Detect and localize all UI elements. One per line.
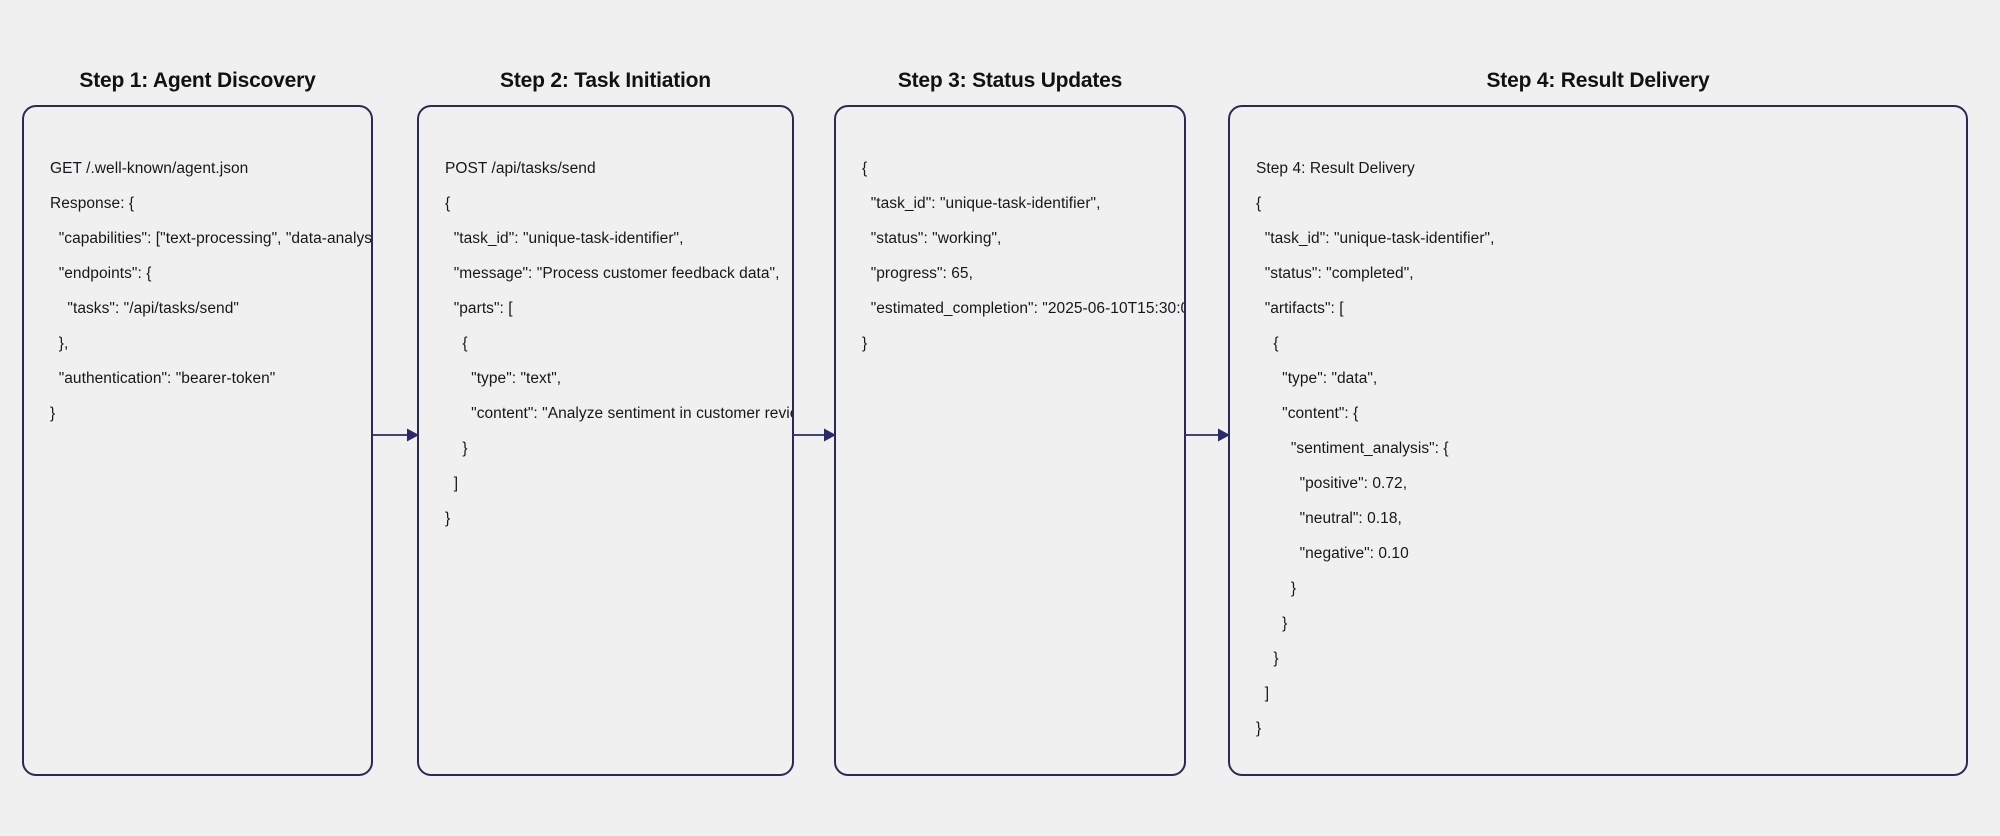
code-line: ] bbox=[1256, 685, 1270, 702]
step-1-title: Step 1: Agent Discovery bbox=[79, 69, 316, 92]
code-line: ] bbox=[445, 475, 459, 492]
code-line: { bbox=[862, 160, 868, 177]
code-line: } bbox=[1256, 580, 1297, 597]
arrow-step2-to-step3 bbox=[792, 424, 836, 446]
code-line: Response: { bbox=[50, 195, 135, 212]
step-2-code-block: POST /api/tasks/send { "task_id": "uniqu… bbox=[445, 151, 794, 536]
step-2-panel: POST /api/tasks/send { "task_id": "uniqu… bbox=[417, 105, 794, 776]
code-line: "neutral": 0.18, bbox=[1256, 510, 1402, 527]
code-line: "authentication": "bearer-token" bbox=[50, 370, 276, 387]
code-line: "parts": [ bbox=[445, 300, 513, 317]
arrow-right-icon bbox=[373, 428, 419, 442]
code-line: "tasks": "/api/tasks/send" bbox=[50, 300, 239, 317]
arrow-step3-to-step4 bbox=[1184, 424, 1230, 446]
code-line: "capabilities": ["text-processing", "dat… bbox=[50, 230, 373, 247]
code-line: "status": "working", bbox=[862, 230, 1002, 247]
step-4-panel: Step 4: Result Delivery { "task_id": "un… bbox=[1228, 105, 1968, 776]
step-4-code-block: Step 4: Result Delivery { "task_id": "un… bbox=[1256, 151, 1960, 746]
step-3-panel: { "task_id": "unique-task-identifier", "… bbox=[834, 105, 1186, 776]
code-line: POST /api/tasks/send bbox=[445, 160, 596, 177]
code-line: } bbox=[1256, 650, 1279, 667]
code-line: "task_id": "unique-task-identifier", bbox=[1256, 230, 1495, 247]
code-line: { bbox=[445, 195, 451, 212]
code-line: }, bbox=[50, 335, 69, 352]
step-1-panel: GET /.well-known/agent.json Response: { … bbox=[22, 105, 373, 776]
code-line: "sentiment_analysis": { bbox=[1256, 440, 1449, 457]
code-line: { bbox=[1256, 335, 1279, 352]
step-4-result-delivery: Step 4: Result Delivery Step 4: Result D… bbox=[1228, 70, 1968, 776]
step-1-agent-discovery: Step 1: Agent Discovery GET /.well-known… bbox=[22, 70, 373, 776]
step-3-status-updates: Step 3: Status Updates { "task_id": "uni… bbox=[834, 70, 1186, 776]
step-4-title: Step 4: Result Delivery bbox=[1486, 69, 1710, 92]
code-line: "status": "completed", bbox=[1256, 265, 1414, 282]
code-line: "type": "data", bbox=[1256, 370, 1378, 387]
step-3-code-block: { "task_id": "unique-task-identifier", "… bbox=[862, 151, 1186, 361]
step-1-code-block: GET /.well-known/agent.json Response: { … bbox=[50, 151, 373, 431]
arrow-right-icon bbox=[1184, 428, 1230, 442]
arrow-step1-to-step2 bbox=[373, 424, 419, 446]
code-line: "message": "Process customer feedback da… bbox=[445, 265, 780, 282]
code-line: "estimated_completion": "2025-06-10T15:3… bbox=[862, 300, 1186, 317]
code-line: "progress": 65, bbox=[862, 265, 973, 282]
code-line: } bbox=[1256, 615, 1288, 632]
code-line: "artifacts": [ bbox=[1256, 300, 1344, 317]
code-line: "content": "Analyze sentiment in custome… bbox=[445, 405, 794, 422]
code-line: "task_id": "unique-task-identifier", bbox=[445, 230, 684, 247]
code-line: Step 4: Result Delivery bbox=[1256, 160, 1415, 177]
step-2-title: Step 2: Task Initiation bbox=[500, 69, 711, 92]
code-line: "type": "text", bbox=[445, 370, 562, 387]
code-line: "positive": 0.72, bbox=[1256, 475, 1408, 492]
step-2-task-initiation: Step 2: Task Initiation POST /api/tasks/… bbox=[417, 70, 794, 776]
code-line: } bbox=[862, 335, 868, 352]
code-line: "task_id": "unique-task-identifier", bbox=[862, 195, 1101, 212]
arrow-right-icon bbox=[792, 428, 836, 442]
code-line: { bbox=[1256, 195, 1262, 212]
code-line: "negative": 0.10 bbox=[1256, 545, 1409, 562]
code-line: } bbox=[445, 510, 451, 527]
code-line: } bbox=[1256, 720, 1262, 737]
code-line: } bbox=[445, 440, 468, 457]
step-3-title: Step 3: Status Updates bbox=[897, 69, 1123, 92]
code-line: } bbox=[50, 405, 56, 422]
code-line: { bbox=[445, 335, 468, 352]
code-line: "endpoints": { bbox=[50, 265, 152, 282]
code-line: GET /.well-known/agent.json bbox=[50, 160, 249, 177]
code-line: "content": { bbox=[1256, 405, 1359, 422]
